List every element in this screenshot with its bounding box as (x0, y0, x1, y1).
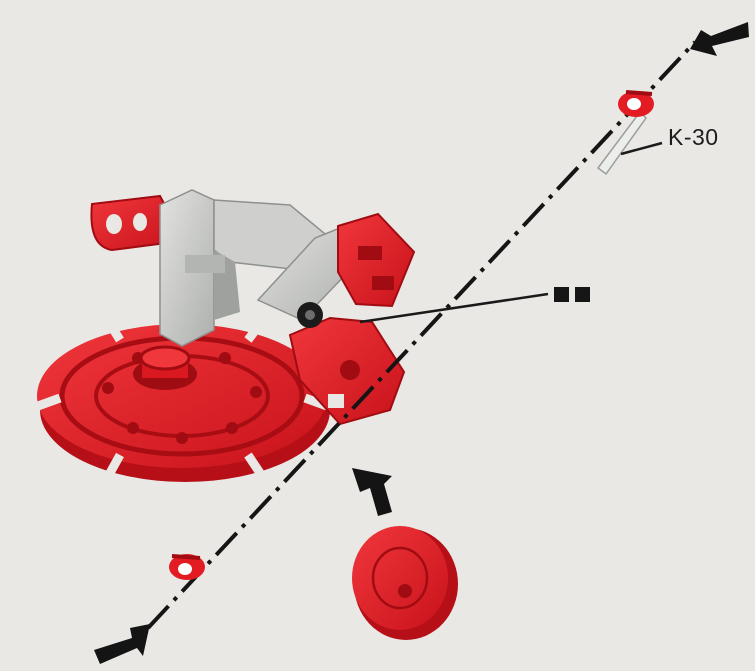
assembly-arrow-icon (690, 22, 749, 56)
red-side-block (338, 214, 414, 306)
upper-retaining-ring (618, 91, 654, 117)
lower-retaining-ring (169, 554, 205, 580)
turntable-disc (37, 324, 330, 482)
quantity-square-icon (575, 287, 590, 302)
red-wheel (352, 526, 458, 640)
quantity-square-icon (554, 287, 569, 302)
axle-rod (598, 112, 646, 174)
axle-part-label: K-30 (668, 124, 719, 151)
hub-nut (297, 302, 323, 328)
leader-lines (360, 143, 662, 322)
assembly-arrow-icon (352, 468, 392, 516)
assembly-arrow-icon (94, 624, 150, 664)
